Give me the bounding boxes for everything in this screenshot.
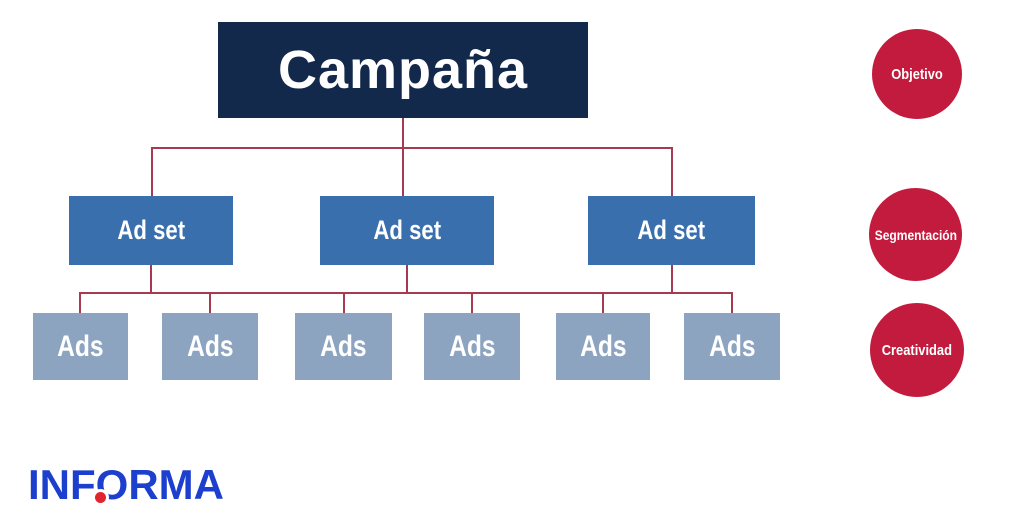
ads-node-label: Ads <box>186 329 234 363</box>
connector-line <box>402 147 404 197</box>
informa-logo-dot-icon <box>94 492 106 503</box>
ads-node-label: Ads <box>57 329 104 363</box>
adset-node-label: Ad set <box>373 215 441 245</box>
campaign-node-label: Campaña <box>277 40 529 100</box>
adset-node-3: Ad set <box>588 196 755 265</box>
annotation-label: Creatividad <box>881 341 953 359</box>
annotation-circle-segmentacion: Segmentación <box>869 188 962 281</box>
connector-line <box>731 292 733 314</box>
ads-node-5: Ads <box>556 313 650 380</box>
connector-line <box>671 265 673 293</box>
ads-node-1: Ads <box>33 313 128 380</box>
connector-line <box>150 265 152 293</box>
informa-logo-o: O <box>94 461 129 508</box>
connector-line <box>671 147 673 197</box>
informa-logo-text-prefix: INF <box>28 461 96 508</box>
annotation-circle-creatividad: Creatividad <box>870 303 964 397</box>
ads-node-label: Ads <box>320 329 367 363</box>
adset-node-label: Ad set <box>117 215 185 245</box>
ads-node-label: Ads <box>708 329 756 363</box>
informa-logo-text-suffix: RMA <box>128 461 224 508</box>
ads-node-3: Ads <box>295 313 392 380</box>
ads-node-label: Ads <box>579 329 627 363</box>
connector-line <box>402 118 404 149</box>
ads-node-4: Ads <box>424 313 520 380</box>
annotation-label: Objetivo <box>891 65 943 83</box>
ads-node-label: Ads <box>448 329 496 363</box>
connector-line <box>209 292 211 314</box>
annotation-label: Segmentación <box>874 226 957 243</box>
ads-node-2: Ads <box>162 313 258 380</box>
adset-node-label: Ad set <box>637 215 706 245</box>
connector-line <box>343 292 345 314</box>
connector-line <box>151 147 673 149</box>
connector-line <box>471 292 473 314</box>
connector-line <box>406 265 408 293</box>
adset-node-2: Ad set <box>320 196 494 265</box>
campaign-node: Campaña <box>218 22 588 118</box>
annotation-circle-objetivo: Objetivo <box>872 29 962 119</box>
connector-line <box>79 292 81 314</box>
adset-node-1: Ad set <box>69 196 233 265</box>
ads-node-6: Ads <box>684 313 780 380</box>
connector-line <box>79 292 733 294</box>
connector-line <box>151 147 153 197</box>
connector-line <box>602 292 604 314</box>
